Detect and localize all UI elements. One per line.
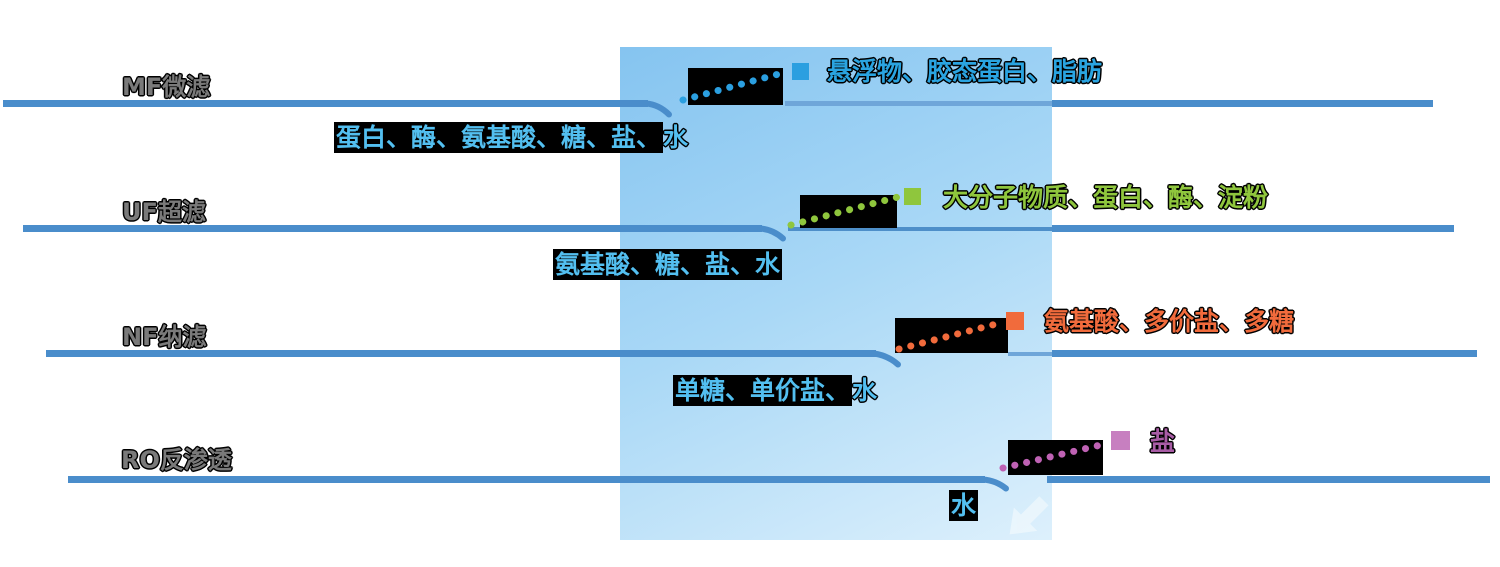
membrane-label-uf: UF超滤 (122, 198, 206, 226)
square-marker-mf-icon (792, 63, 809, 80)
permeate-plain-nf: 水 (852, 376, 878, 405)
square-marker-nf-icon (1006, 312, 1024, 330)
permeate-highlight-mf: 蛋白、酶、氨基酸、糖、盐、 (334, 122, 664, 153)
retained-substances-mf: 悬浮物、胶态蛋白、脂肪 (827, 57, 1103, 86)
retained-substances-ro: 盐 (1150, 427, 1176, 456)
permeate-highlight-nf: 单糖、单价盐、 (673, 375, 853, 406)
dotted-arrow-nf (895, 319, 1004, 353)
line-hook-mf (643, 100, 672, 118)
gradient-band (620, 47, 1052, 540)
permeate-plain-mf: 水 (663, 123, 689, 152)
permeate-highlight-uf: 氨基酸、糖、盐、水 (553, 249, 783, 280)
membrane-line-uf (23, 225, 1454, 242)
dotted-arrow-ro (999, 440, 1109, 472)
permeate-substances-mf: 蛋白、酶、氨基酸、糖、盐、水 (334, 122, 689, 153)
membrane-line-mf (3, 100, 1433, 118)
line-hook-ro (980, 476, 1009, 492)
membrane-line-ro (68, 476, 1490, 492)
permeate-substances-ro: 水 (949, 490, 979, 521)
retained-substances-uf: 大分子物质、蛋白、酶、淀粉 (943, 183, 1269, 212)
square-marker-uf-icon (904, 188, 921, 205)
black-box-mf (688, 68, 783, 105)
permeate-substances-nf: 单糖、单价盐、水 (673, 375, 878, 406)
square-marker-ro-icon (1111, 431, 1130, 450)
membrane-label-ro: RO反渗透 (121, 446, 232, 474)
flow-arrow-watermark-icon (1009, 496, 1049, 535)
membrane-line-nf (46, 350, 1477, 368)
line-hook-nf (871, 350, 901, 368)
membrane-label-nf: NF纳滤 (122, 323, 207, 351)
retained-substances-nf: 氨基酸、多价盐、多糖 (1044, 307, 1295, 336)
permeate-highlight-ro: 水 (949, 490, 979, 521)
line-hook-uf (757, 225, 786, 242)
black-box-ro (1008, 440, 1103, 475)
permeate-substances-uf: 氨基酸、糖、盐、水 (553, 249, 783, 280)
membrane-label-mf: MF微滤 (122, 73, 211, 101)
